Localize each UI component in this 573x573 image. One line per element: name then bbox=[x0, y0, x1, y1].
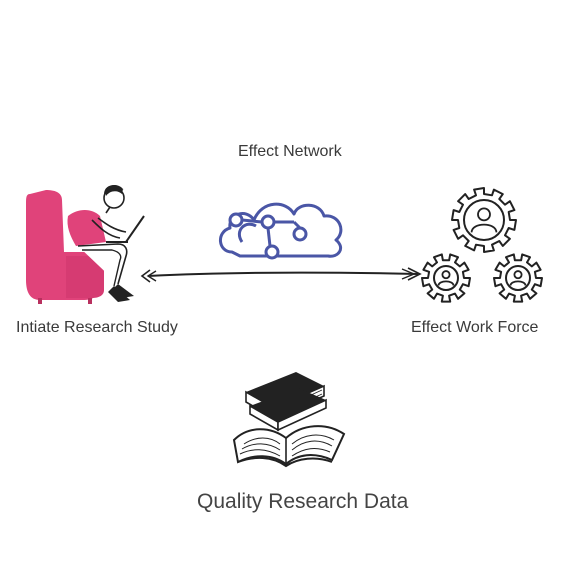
effect-network-label: Effect Network bbox=[238, 143, 342, 160]
quality-research-data-label: Quality Research Data bbox=[197, 490, 409, 513]
effect-work-force-label: Effect Work Force bbox=[411, 319, 539, 336]
initiate-research-label: Intiate Research Study bbox=[16, 319, 178, 336]
connector-arrow bbox=[140, 267, 422, 283]
person-at-laptop-icon bbox=[26, 184, 145, 304]
books-icon bbox=[232, 372, 346, 468]
gears-people-icon bbox=[421, 187, 543, 303]
gear-icon bbox=[451, 187, 517, 253]
gear-icon bbox=[421, 253, 471, 303]
cloud-network-icon bbox=[219, 202, 343, 260]
gear-icon bbox=[493, 253, 543, 303]
